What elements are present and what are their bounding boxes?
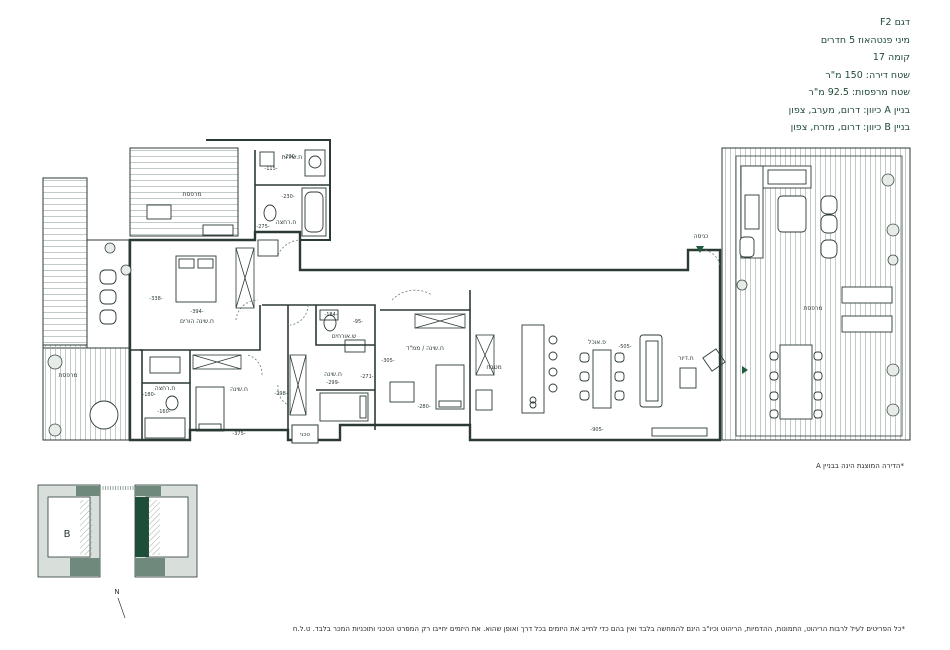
- key-plan: B A N: [37, 484, 198, 619]
- dim-service-h: -115-: [264, 166, 277, 172]
- bath2-fixtures: [144, 356, 186, 439]
- technical-room: [291, 424, 319, 444]
- dim-bath2-h: -180-: [142, 392, 155, 398]
- floor-label: קומה 17: [872, 52, 910, 63]
- dim-living-w: -905-: [590, 427, 603, 433]
- left-balcony-furniture: [89, 204, 234, 430]
- living-sofa: [639, 334, 726, 437]
- closets: [192, 247, 495, 416]
- bath1-fixtures: [257, 149, 327, 257]
- plants: [47, 173, 900, 437]
- room-bath1: ח.רחצה: [276, 219, 297, 226]
- dim-bath1-h: -275-: [256, 224, 269, 230]
- dim-bath2-w: -160-: [157, 409, 170, 415]
- balcony-area: שטח מרפסות: 92.5 מ"ר: [808, 87, 910, 98]
- room-balcony-left: מרפסת: [58, 372, 77, 379]
- building-b-orientation: בניין B כיוון: דרום, מזרח, צפון: [790, 122, 910, 133]
- room-balcony-top: מרפסת: [182, 191, 201, 198]
- apartment-area: שטח דירה: 150 מ"ר: [825, 69, 910, 81]
- dim-living-h: -505-: [618, 344, 631, 350]
- room-bedroom1: ח.שינה: [230, 386, 248, 393]
- dim-bed2-h: -271-: [360, 374, 373, 380]
- footnote: *כל הפריטים לעיל לרבות הריהוט, התמונות, …: [292, 625, 905, 633]
- dim-guest-w: -184-: [324, 312, 337, 318]
- dim-bed1-h: -298-: [274, 391, 287, 397]
- room-living: ח.דיור: [678, 355, 694, 362]
- dim-guest-h: -95-: [353, 319, 363, 325]
- dim-safe-h: -305-: [381, 358, 394, 364]
- north-label: N: [114, 588, 119, 596]
- balcony-right-furniture: [739, 165, 893, 420]
- room-bedroom2: ח.שינה: [324, 371, 342, 378]
- balcony-left-decking: [42, 177, 130, 441]
- dining-table: [579, 349, 625, 409]
- room-balcony-right: מרפסת: [803, 305, 822, 312]
- apartment-type: מיני פנטהאוז 5 חדרים: [820, 34, 910, 46]
- north-arrow-icon: [117, 597, 126, 619]
- room-safe: ח.שינה / ממ"ד: [406, 345, 444, 352]
- key-label-b: B: [64, 529, 71, 540]
- apartment-info: דגם F2 מיני פנטהאוז 5 חדרים קומה 17 שטח …: [610, 14, 910, 137]
- room-guest-wc: ש.אורחים: [332, 333, 356, 340]
- kitchen-island: [475, 324, 558, 414]
- balcony-top-decking: [129, 147, 239, 237]
- key-label-a: A: [162, 529, 169, 540]
- room-entrance: כניסה: [694, 233, 709, 240]
- view-note: *הדירה המוצגת הינה בבניין A: [815, 462, 904, 470]
- room-bath2: ח.רחצה: [155, 385, 176, 392]
- door-swings: [235, 239, 721, 406]
- building-a-orientation: בניין A כיוון: דרום, מערב, צפון: [788, 104, 910, 116]
- guest-wc-fixtures: [319, 309, 366, 353]
- room-labels: ח.שירות ח.רחצה מרפסת ח.שינה הורים מרפסת …: [58, 154, 822, 438]
- dim-service-w: -230-: [283, 154, 296, 160]
- dim-bed2-w: -299-: [326, 380, 339, 386]
- room-service: ח.שירות: [282, 154, 302, 161]
- room-master: ח.שינה הורים: [180, 318, 214, 325]
- safe-room-bed: [389, 364, 465, 410]
- room-technical: טכני: [300, 432, 310, 438]
- room-dining: פ.אוכל: [588, 339, 606, 346]
- room-kitchen: מטבח: [486, 364, 501, 371]
- dim-master-h: -338-: [149, 296, 162, 302]
- dimension-labels: -230- -115- -230- -275- -394- -338- -180…: [142, 154, 631, 437]
- model-label: דגם F2: [880, 17, 910, 28]
- dim-master-w: -394-: [190, 309, 203, 315]
- bedroom1-bed: [195, 386, 225, 432]
- entrance-arrow: [696, 246, 748, 374]
- bedroom2-bed: [319, 392, 369, 422]
- dim-safe-w: -280-: [417, 404, 430, 410]
- master-bed: [175, 255, 217, 303]
- interior-walls: [140, 150, 471, 440]
- dim-bath1-w: -230-: [281, 194, 294, 200]
- dim-bed1-w: -375-: [232, 431, 245, 437]
